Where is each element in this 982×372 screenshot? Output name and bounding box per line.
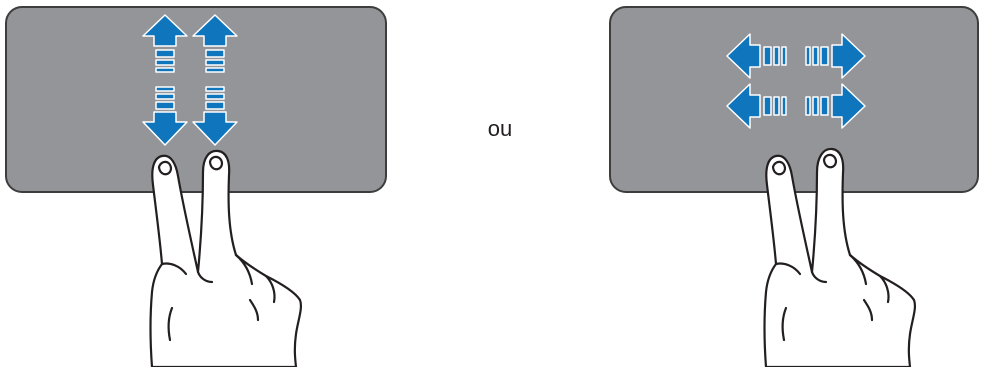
fingernail-index (771, 160, 787, 176)
two-finger-vertical-scroll-icon (0, 0, 400, 369)
touchpad (609, 6, 979, 193)
vertical-scroll-illustration (5, 6, 387, 369)
connector-text: ou (487, 116, 513, 141)
fingernail-index (157, 160, 173, 176)
fingernail-middle (208, 155, 224, 171)
fingernail-middle (822, 153, 838, 169)
hand-icon (149, 149, 303, 369)
two-finger-horizontal-scroll-icon (600, 0, 982, 369)
horizontal-scroll-illustration (609, 6, 979, 369)
up-down-arrow-right (192, 14, 238, 146)
hand-icon (763, 147, 917, 369)
touchpad (5, 6, 387, 193)
up-down-arrow-left (142, 14, 188, 146)
left-right-arrow-bottom (726, 83, 866, 129)
left-right-arrow-top (726, 33, 866, 79)
